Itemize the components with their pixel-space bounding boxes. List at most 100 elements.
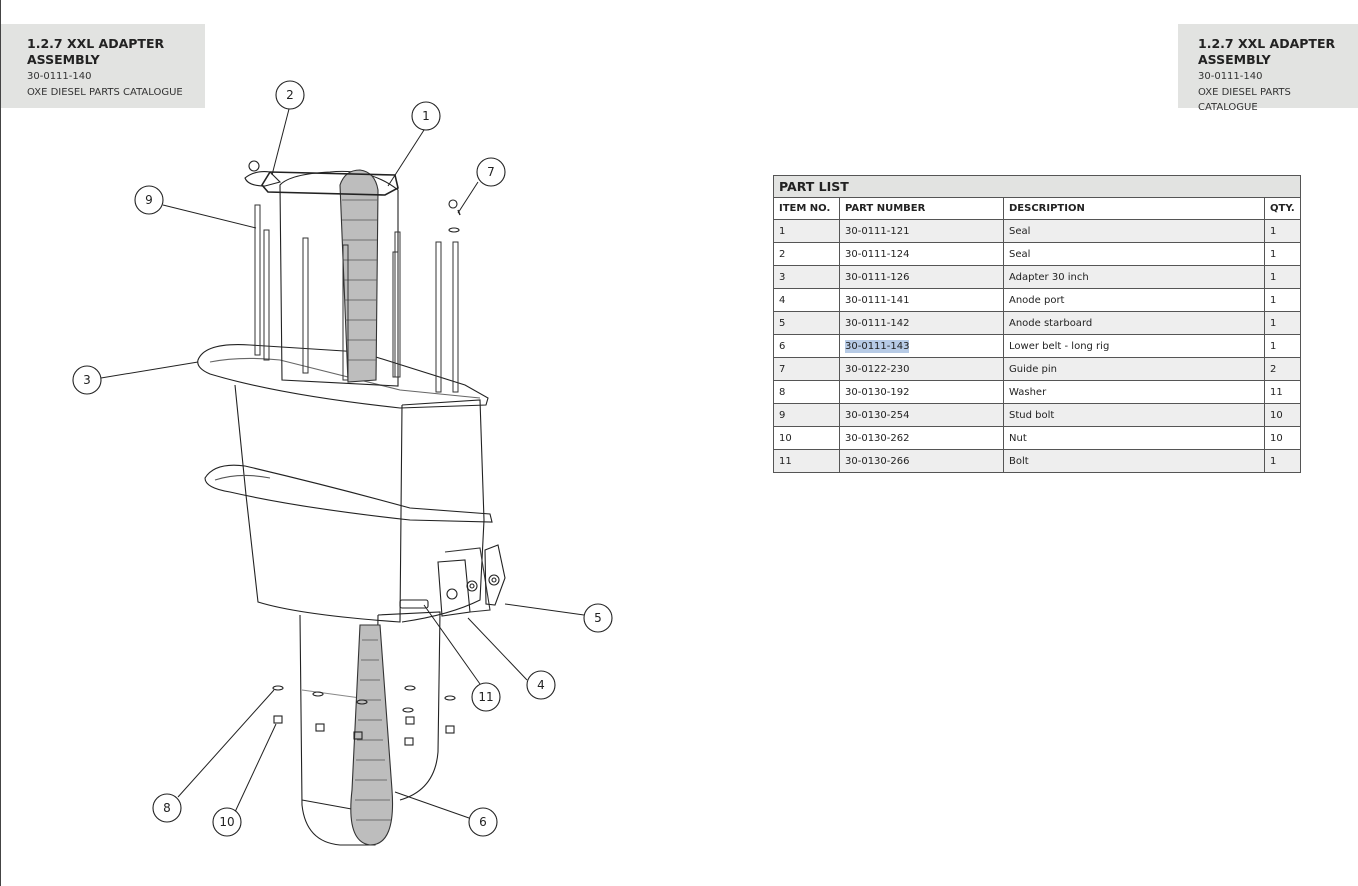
middle-body-front <box>234 384 403 623</box>
callout-6 <box>468 807 498 837</box>
cell-part-number[interactable]: 30-0130-262 <box>839 426 1004 450</box>
callout-8-label: 8 <box>163 801 171 815</box>
cell-part-number[interactable]: 30-0111-126 <box>839 265 1004 289</box>
cell-part-number[interactable]: 30-0111-124 <box>839 242 1004 266</box>
header-catalogue: OXE DIESEL PARTS CATALOGUE <box>27 87 183 98</box>
upper-belt <box>339 169 379 383</box>
cell-qty: 1 <box>1264 219 1301 243</box>
cell-part-number[interactable]: 30-0111-142 <box>839 311 1004 335</box>
cell-description: Anode starboard <box>1003 311 1265 335</box>
washers-nuts <box>272 685 456 746</box>
header-box-left: 1.2.7 XXL ADAPTER ASSEMBLY 30-0111-140 O… <box>1 24 205 108</box>
nut-right <box>448 199 458 209</box>
callout-7 <box>476 157 506 187</box>
cell-part-number[interactable]: 30-0111-141 <box>839 288 1004 312</box>
lower-belt <box>350 624 394 846</box>
callout-4-label: 4 <box>537 678 545 692</box>
table-row: 1 30-0111-121 Seal 1 <box>773 219 1301 243</box>
lower-belt-stripes <box>355 639 391 821</box>
callout-1-label: 1 <box>422 109 430 123</box>
cell-description: Lower belt - long rig <box>1003 334 1265 358</box>
cell-description: Stud bolt <box>1003 403 1265 427</box>
exploded-assembly-drawing: 1 2 3 4 5 6 7 8 9 10 11 <box>72 80 613 846</box>
header-part-number: 30-0111-140 <box>1198 71 1263 82</box>
cell-item: 11 <box>773 449 840 473</box>
cell-item: 7 <box>773 357 840 381</box>
header-catalogue: OXE DIESEL PARTS CATALOGUE <box>1198 87 1291 113</box>
cell-item: 8 <box>773 380 840 404</box>
table-row: 4 30-0111-141 Anode port 1 <box>773 288 1301 312</box>
cell-item: 4 <box>773 288 840 312</box>
cell-part-number-selected[interactable]: 30-0111-143 <box>839 334 1004 358</box>
bolt-11 <box>399 599 429 609</box>
cell-description: Guide pin <box>1003 357 1265 381</box>
lower-flange <box>204 464 493 523</box>
callout-bubbles <box>72 80 613 837</box>
table-row: 2 30-0111-124 Seal 1 <box>773 242 1301 266</box>
callout-11 <box>471 682 501 712</box>
table-row: 7 30-0122-230 Guide pin 2 <box>773 357 1301 381</box>
cell-qty: 2 <box>1264 357 1301 381</box>
cell-part-number[interactable]: 30-0122-230 <box>839 357 1004 381</box>
callout-2-label: 2 <box>286 88 294 102</box>
callout-9-label: 9 <box>145 193 153 207</box>
col-description: DESCRIPTION <box>1003 197 1265 220</box>
selected-text[interactable]: 30-0111-143 <box>845 339 910 353</box>
callout-9 <box>134 185 164 215</box>
header-part-number: 30-0111-140 <box>27 71 92 82</box>
cell-part-number[interactable]: 30-0130-254 <box>839 403 1004 427</box>
part-list-table: PART LIST ITEM NO. PART NUMBER DESCRIPTI… <box>773 175 1301 473</box>
cell-item: 10 <box>773 426 840 450</box>
lower-leg-outline <box>299 614 379 846</box>
cell-qty: 11 <box>1264 380 1301 404</box>
header-title-line1: 1.2.7 XXL ADAPTER <box>1198 36 1336 51</box>
table-row: 5 30-0111-142 Anode starboard 1 <box>773 311 1301 335</box>
callout-4 <box>526 670 556 700</box>
header-title-line2: ASSEMBLY <box>1198 52 1271 67</box>
anode-port <box>437 559 471 617</box>
part-list-header-row: ITEM NO. PART NUMBER DESCRIPTION QTY. <box>773 197 1301 220</box>
callout-3-label: 3 <box>83 373 91 387</box>
callout-3 <box>72 365 102 395</box>
page-edge <box>0 0 1 886</box>
seal-2 <box>244 171 282 187</box>
part-list-title: PART LIST <box>773 175 1301 198</box>
cell-item: 1 <box>773 219 840 243</box>
cell-part-number[interactable]: 30-0111-121 <box>839 219 1004 243</box>
cell-item: 6 <box>773 334 840 358</box>
table-row: 3 30-0111-126 Adapter 30 inch 1 <box>773 265 1301 289</box>
cell-qty: 1 <box>1264 334 1301 358</box>
cell-qty: 10 <box>1264 426 1301 450</box>
cell-part-number[interactable]: 30-0130-266 <box>839 449 1004 473</box>
header-box-right: 1.2.7 XXL ADAPTER ASSEMBLY 30-0111-140 O… <box>1178 24 1358 113</box>
col-qty: QTY. <box>1264 197 1301 220</box>
table-row: 11 30-0130-266 Bolt 1 <box>773 449 1301 473</box>
cell-qty: 1 <box>1264 242 1301 266</box>
callout-10 <box>212 807 242 837</box>
adapter-housing <box>279 170 399 387</box>
leader-lines <box>100 108 585 819</box>
cell-qty: 10 <box>1264 403 1301 427</box>
cell-qty: 1 <box>1264 265 1301 289</box>
callout-5 <box>583 603 613 633</box>
col-part-number: PART NUMBER <box>839 197 1004 220</box>
cell-item: 9 <box>773 403 840 427</box>
cell-description: Seal <box>1003 242 1265 266</box>
callout-7-label: 7 <box>487 165 495 179</box>
cell-description: Anode port <box>1003 288 1265 312</box>
callout-11-label: 11 <box>478 690 493 704</box>
stud-bolts <box>254 204 459 393</box>
header-title-line2: ASSEMBLY <box>27 52 100 67</box>
cell-description: Seal <box>1003 219 1265 243</box>
cell-description: Nut <box>1003 426 1265 450</box>
cell-description: Adapter 30 inch <box>1003 265 1265 289</box>
callout-1 <box>411 101 441 131</box>
col-item-no: ITEM NO. <box>773 197 840 220</box>
cell-part-number[interactable]: 30-0130-192 <box>839 380 1004 404</box>
part-list-title-row: PART LIST <box>773 175 1301 198</box>
cell-item: 5 <box>773 311 840 335</box>
callout-2 <box>275 80 305 110</box>
table-row: 6 30-0111-143 Lower belt - long rig 1 <box>773 334 1301 358</box>
anode-starboard <box>484 544 506 606</box>
cell-qty: 1 <box>1264 449 1301 473</box>
